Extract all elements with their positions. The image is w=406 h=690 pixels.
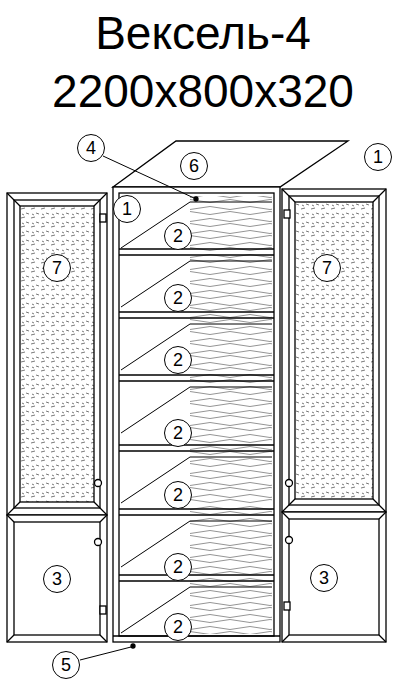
title: Вексель-4	[0, 8, 406, 58]
callout-number: 3	[43, 565, 71, 593]
callout-number: 2	[164, 346, 192, 374]
callout-number: 2	[164, 613, 192, 641]
callout-number: 6	[180, 152, 208, 180]
callout-number: 7	[43, 254, 71, 282]
callout-number: 2	[164, 419, 192, 447]
callout-number: 1	[364, 143, 392, 171]
callout-number: 2	[164, 553, 192, 581]
callout-number: 5	[52, 651, 80, 679]
callout-number: 2	[164, 481, 192, 509]
callout-number: 3	[310, 564, 338, 592]
dimension-label: 2200x800x320	[0, 66, 406, 116]
callout-number: 2	[164, 284, 192, 312]
callout-number: 4	[77, 134, 105, 162]
callout-number: 7	[313, 254, 341, 282]
callout-number: 2	[164, 222, 192, 250]
callout-number: 1	[113, 195, 141, 223]
